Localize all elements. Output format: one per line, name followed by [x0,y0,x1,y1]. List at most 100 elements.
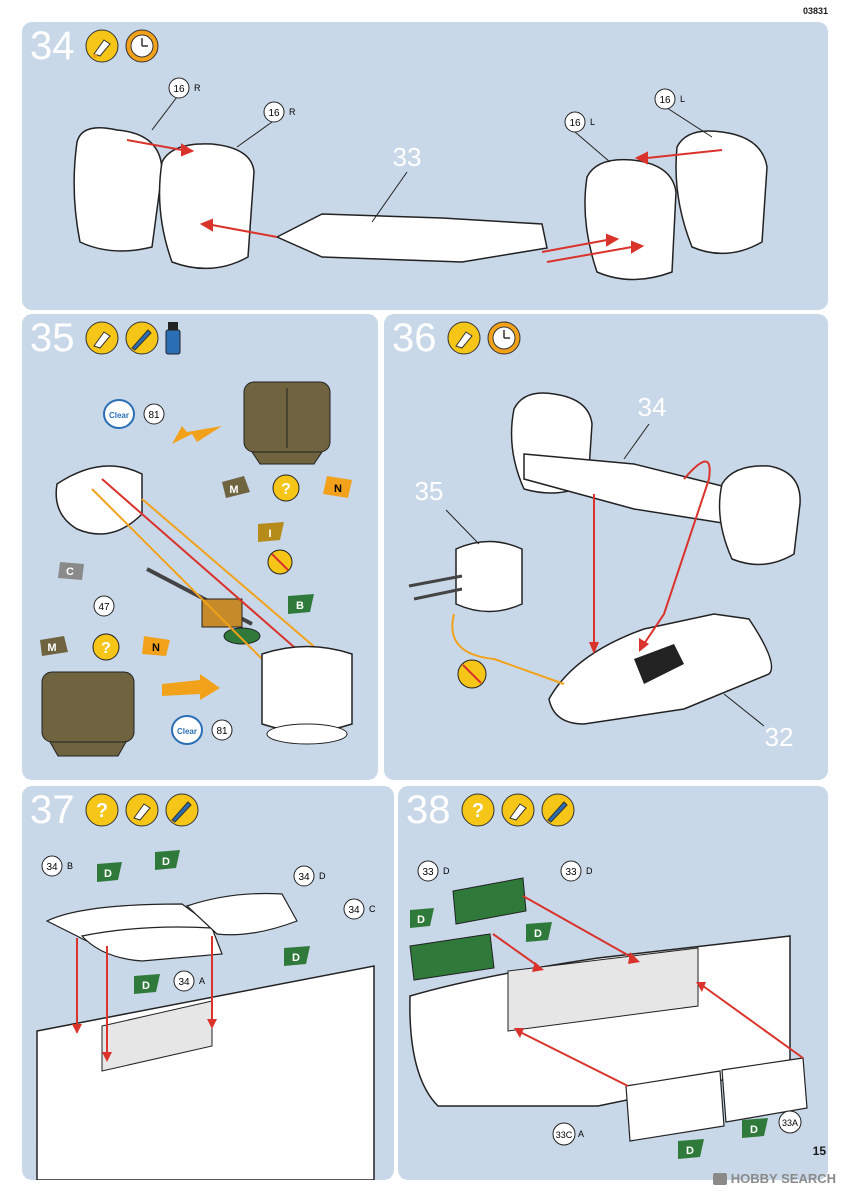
decal-d2: D [534,928,542,940]
side-b: B [67,861,73,871]
step-number: 35 [30,316,75,360]
step-37-panel: 37 ? 34 B [22,786,394,1180]
part-16l-a: 16 [569,118,581,129]
side-l-a: L [590,117,595,127]
step-38-drawing: 33 D 33 D D D 33C A D D 33A [409,860,808,1159]
paint-m-bottom: M [47,642,56,654]
glue-icon [85,321,119,355]
turret-painted-bottom [41,671,135,743]
clear-label-top: Clear [109,411,129,420]
rudder-16r-inner [158,143,255,270]
decal-d1: D [417,914,425,926]
decal-d2: D [162,856,170,868]
rudder-16l-inner [584,158,677,281]
clock-icon [125,29,159,63]
paint-n-top: N [334,483,342,495]
step-icons [446,320,522,356]
part-16r-a: 16 [173,84,185,95]
side-a: A [199,976,205,986]
step-36-panel: 36 34 35 32 [384,314,828,780]
part-34c: 34 [348,905,360,916]
question-icon: ? [85,793,119,827]
step-icons [84,28,160,64]
part-34d: 34 [298,872,310,883]
paint-n-bottom: N [152,642,160,654]
part-33d-a: 33 [422,867,434,878]
turret-half-81 [55,465,143,535]
paint-b: B [296,600,304,612]
clock-icon [487,321,521,355]
glue-icon [501,793,535,827]
doc-code: 03831 [802,6,828,16]
paint-m-top: M [229,484,238,496]
panel-33a [721,1057,808,1123]
part-16l-b: 16 [659,95,671,106]
question-icon: ? [461,793,495,827]
part-34b: 34 [46,862,58,873]
step-icons [84,320,182,356]
part-35: 35 [415,476,444,506]
step-37-drawing: 34 B D D 34 D 34 C 34 A D D [36,850,376,1180]
watermark-logo-icon [712,1172,727,1185]
step-35-drawing: M ? N Clear 81 I C B 47 [40,381,353,757]
gun-mount [201,598,243,628]
side-a: A [578,1129,584,1139]
step-38-panel: 38 ? [398,786,828,1180]
side-r-b: R [289,107,296,117]
step-icons: ? [84,792,200,828]
fuselage-37 [36,965,375,1180]
glue-icon [85,29,119,63]
paint-bottle-icon [165,322,181,355]
side-d: D [319,871,326,881]
decal-d3: D [686,1145,694,1157]
brush-icon [541,793,575,827]
watermark-text: HOBBY SEARCH [730,1171,836,1186]
step-34-panel: 34 [22,22,828,310]
panel-34a [80,926,223,962]
glue-icon [447,321,481,355]
decal-d1: D [104,868,112,880]
paint-c: C [66,566,74,578]
paint-q-top: ? [281,481,291,498]
step-35-panel: 35 M ? N Clear 81 [22,314,378,780]
decal-d4: D [750,1124,758,1136]
decal-d3: D [142,980,150,992]
paint-q-bottom: ? [101,640,111,657]
watermark: HOBBY SEARCH [712,1171,836,1186]
turret-35 [455,540,523,613]
step-number: 37 [30,788,75,832]
decal-d4: D [292,952,300,964]
stabilizer-33 [275,213,548,263]
side-r-a: R [194,83,201,93]
part-33d-b: 33 [565,867,577,878]
panel-34cd [185,892,298,936]
glue-icon [125,793,159,827]
turret-81-lower [261,645,353,733]
page-number: 15 [812,1144,826,1158]
panel-33d-upper [452,877,527,925]
tail-right-fin [718,465,801,566]
svg-text:?: ? [96,800,108,822]
brush-icon [165,793,199,827]
side-d-b: D [586,866,593,876]
part-47: 47 [98,602,110,613]
paint-i: I [268,528,271,540]
step-36-drawing: 34 35 32 [408,392,801,752]
svg-text:?: ? [472,800,484,822]
side-c: C [369,904,376,914]
part-33c: 33C [556,1130,573,1140]
side-l-b: L [680,94,685,104]
step-icons: ? [460,792,576,828]
part-81-top: 81 [148,410,160,421]
rudder-16l-outer [675,130,768,255]
part-16r-b: 16 [268,108,280,119]
part-32: 32 [765,722,794,752]
part-34a: 34 [178,977,190,988]
panel-33d-lower [409,933,495,981]
part-81-bottom: 81 [216,726,228,737]
part-33a: 33A [782,1118,798,1128]
clear-label-bottom: Clear [177,727,197,736]
step-number: 34 [30,24,75,68]
part-33: 33 [393,142,422,172]
step-number: 38 [406,788,451,832]
